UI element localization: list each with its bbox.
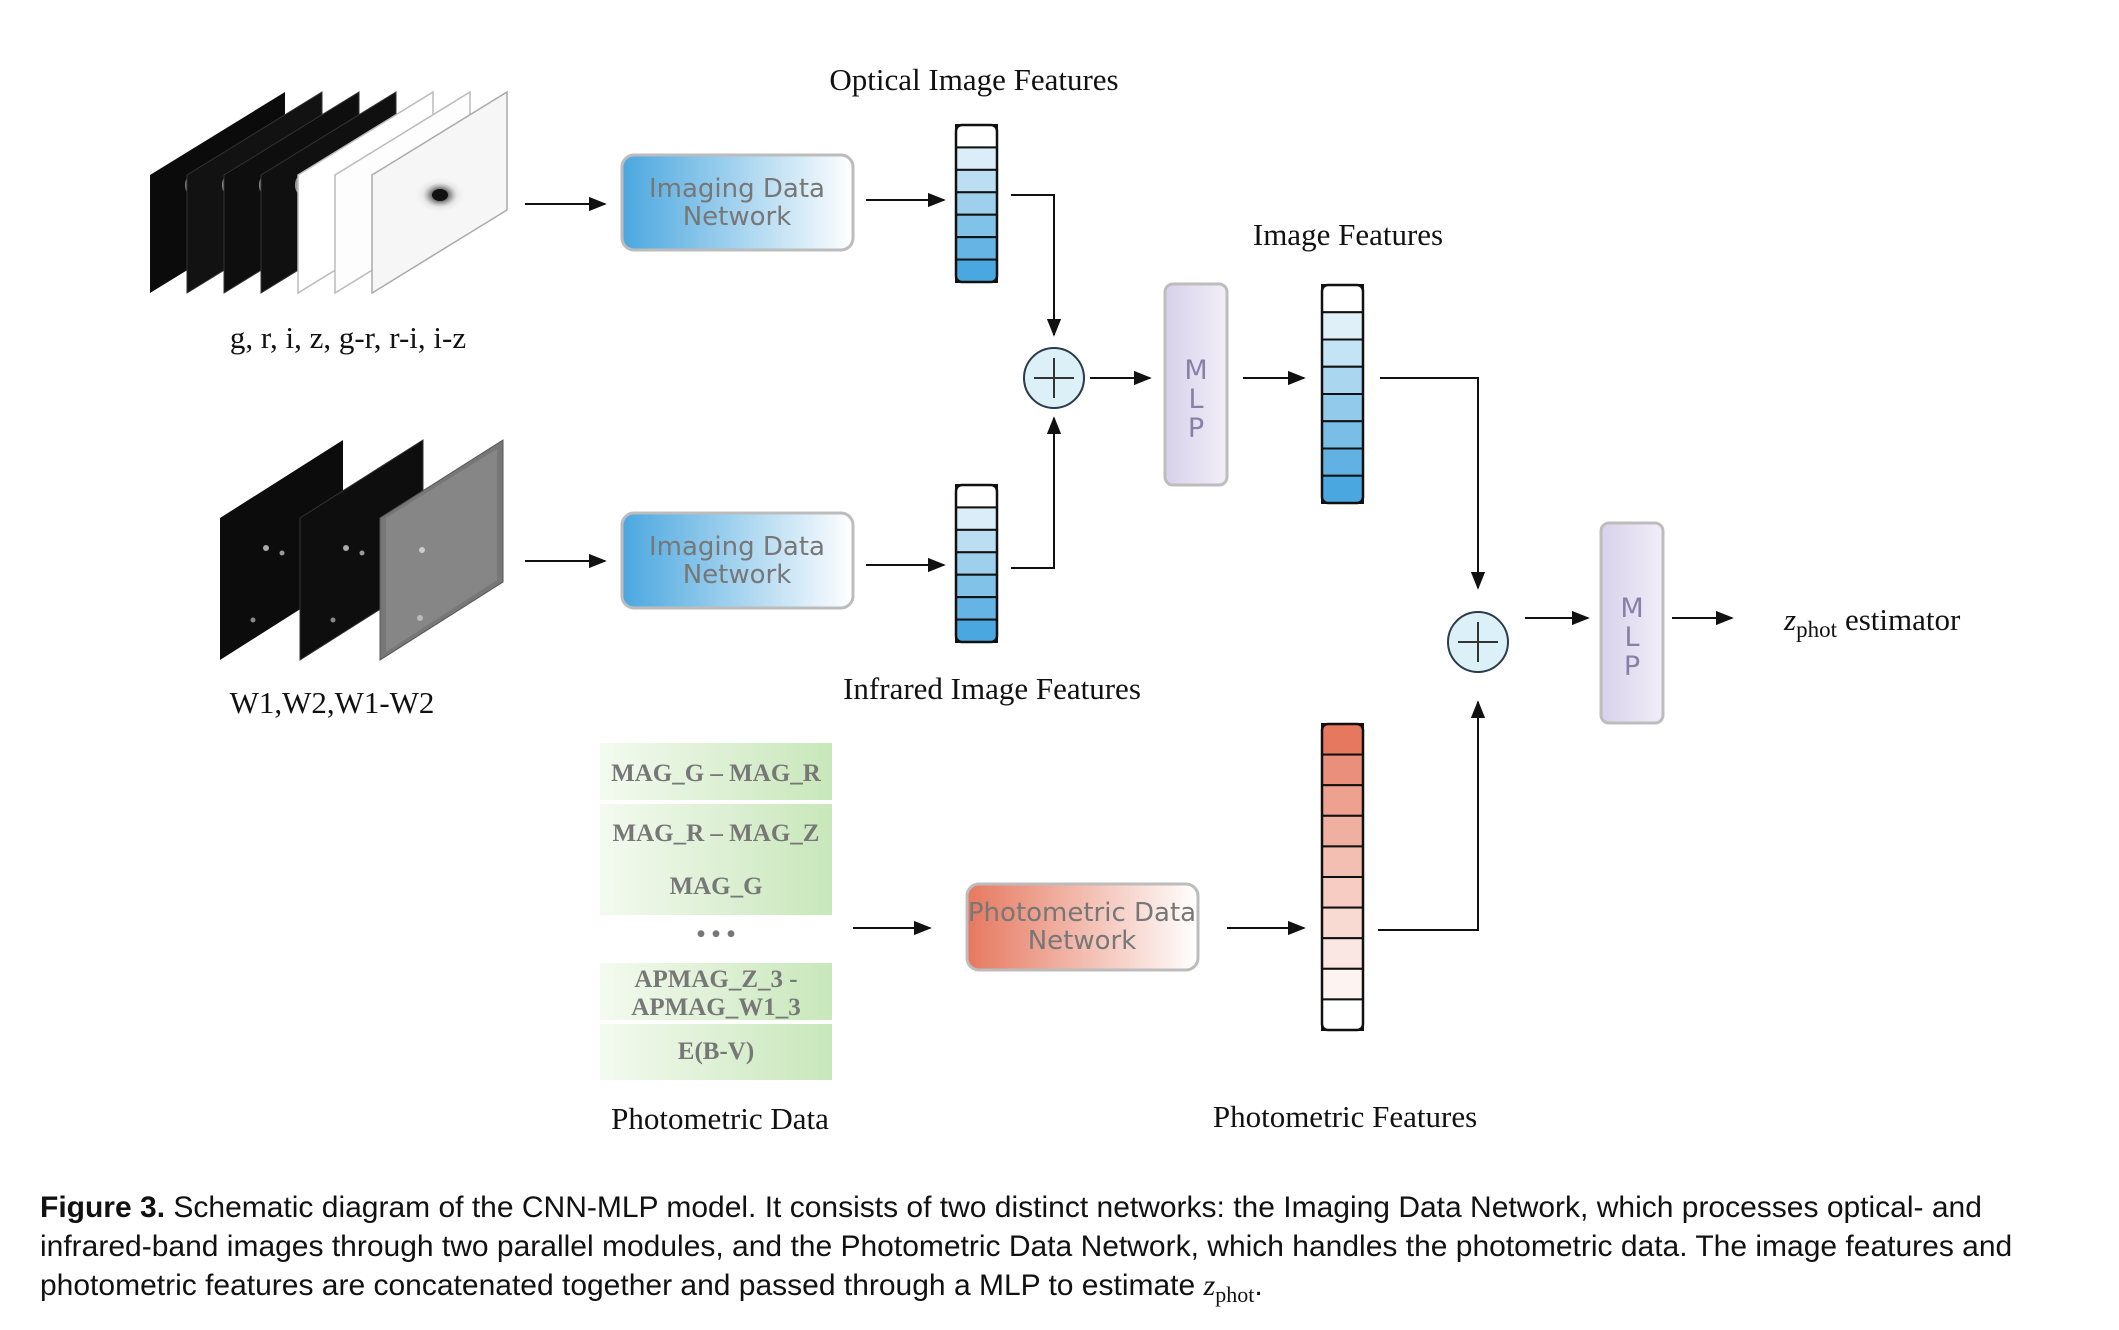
optical-feature-cell: [955, 168, 998, 194]
svg-text:P: P: [1624, 651, 1640, 682]
photometric-data-label: Photometric Data: [611, 1101, 829, 1136]
photometric-data-network: Photometric Data Network: [965, 882, 1200, 972]
caption-label: Figure 3.: [40, 1191, 166, 1224]
svg-text:Network: Network: [1028, 926, 1137, 956]
photometric-input: MAG_G: [669, 873, 762, 900]
photometric-feature-cell: [1321, 814, 1364, 848]
svg-text:Imaging Data: Imaging Data: [649, 532, 825, 562]
optical-image-stack: [150, 90, 508, 295]
connector-image-features-to-concat: [1380, 377, 1486, 590]
infrared-feature-cell: [955, 551, 998, 576]
photometric-feature-vector: [1320, 722, 1365, 1032]
optical-features-label: Optical Image Features: [829, 62, 1118, 97]
optical-feature-cell: [955, 213, 998, 239]
caption-math: zphot: [1203, 1269, 1255, 1307]
image-feature-cell: [1321, 474, 1364, 504]
infrared-feature-cell: [955, 618, 998, 643]
photometric-feature-cell: [1321, 967, 1364, 1001]
photometric-input: APMAG_W1_3: [631, 994, 800, 1021]
photometric-input-group-2: APMAG_Z_3 - APMAG_W1_3 E(B-V): [600, 963, 832, 1080]
optical-feature-cell: [955, 191, 998, 216]
infrared-feature-outline: [954, 483, 999, 644]
imaging-data-network-top: Imaging Data Network: [620, 153, 855, 252]
photometric-feature-cell: [1321, 845, 1364, 879]
svg-text:L: L: [1624, 622, 1639, 653]
photometric-feature-cell: [1321, 998, 1364, 1032]
svg-text:M: M: [1184, 355, 1207, 386]
image-feature-cell: [1321, 311, 1364, 341]
infrared-features-label: Infrared Image Features: [843, 671, 1141, 706]
infrared-feature-cell: [955, 596, 998, 621]
infrared-bands-label: W1,W2,W1-W2: [230, 685, 435, 720]
image-feature-vector: [1320, 283, 1365, 505]
infrared-feature-cell: [955, 573, 998, 599]
optical-feature-cell: [955, 236, 998, 261]
optical-feature-outline: [954, 123, 999, 284]
infrared-image-stack: [220, 439, 504, 661]
mlp-block-final: M L P: [1599, 521, 1665, 725]
image-feature-cell: [1321, 393, 1364, 423]
figure-caption: Figure 3. Schematic diagram of the CNN-M…: [40, 1191, 2013, 1307]
optical-bands-label: g, r, i, z, g-r, r-i, i-z: [230, 320, 466, 355]
svg-text:P: P: [1188, 413, 1204, 444]
connector-photometric-features-to-concat: [1378, 700, 1486, 931]
concat-node-final: [1447, 611, 1509, 673]
image-feature-cell: [1321, 447, 1364, 477]
connector-infrared-to-concat: [1011, 416, 1062, 569]
photometric-input: MAG_G – MAG_R: [611, 760, 822, 787]
photometric-feature-cell: [1321, 876, 1364, 909]
infrared-feature-cell: [955, 506, 998, 531]
image-feature-cell: [1321, 365, 1364, 395]
connector-optical-to-concat: [1011, 194, 1062, 337]
photometric-feature-outline: [1320, 722, 1365, 1032]
photometric-features-label: Photometric Features: [1213, 1099, 1477, 1134]
image-feature-cell: [1321, 420, 1364, 450]
svg-text:Network: Network: [683, 202, 792, 232]
concat-node-image: [1023, 347, 1085, 409]
infrared-feature-cell: [955, 484, 998, 509]
optical-feature-vector: [954, 123, 999, 284]
mlp-block-image: M L P: [1163, 282, 1229, 487]
svg-text:L: L: [1188, 384, 1203, 415]
image-feature-outline: [1320, 283, 1365, 505]
photometric-input: APMAG_Z_3 -: [634, 966, 797, 993]
svg-text:Photometric Data: Photometric Data: [968, 898, 1196, 928]
photometric-feature-cell: [1321, 723, 1364, 756]
imaging-data-network-bottom: Imaging Data Network: [620, 511, 855, 610]
photometric-feature-cell: [1321, 906, 1364, 940]
infrared-feature-vector: [954, 483, 999, 644]
photometric-input: MAG_R – MAG_Z: [613, 820, 820, 847]
photometric-input: E(B-V): [678, 1038, 754, 1065]
photometric-feature-cell: [1321, 937, 1364, 970]
photometric-input-group-1: MAG_G – MAG_R MAG_R – MAG_Z MAG_G: [600, 743, 832, 915]
optical-feature-cell: [955, 124, 998, 149]
caption-text: Schematic diagram of the CNN-MLP model. …: [40, 1191, 2013, 1302]
image-features-label: Image Features: [1253, 217, 1443, 252]
svg-text:Network: Network: [683, 560, 792, 590]
optical-feature-cell: [955, 258, 998, 284]
svg-text:M: M: [1620, 593, 1643, 624]
image-feature-cell: [1321, 284, 1364, 314]
infrared-feature-cell: [955, 528, 998, 554]
ellipsis: • • •: [697, 921, 736, 948]
photometric-feature-cell: [1321, 753, 1364, 787]
optical-feature-cell: [955, 146, 998, 171]
image-feature-cell: [1321, 338, 1364, 368]
photometric-feature-cell: [1321, 784, 1364, 817]
svg-text:Imaging Data: Imaging Data: [649, 174, 825, 204]
